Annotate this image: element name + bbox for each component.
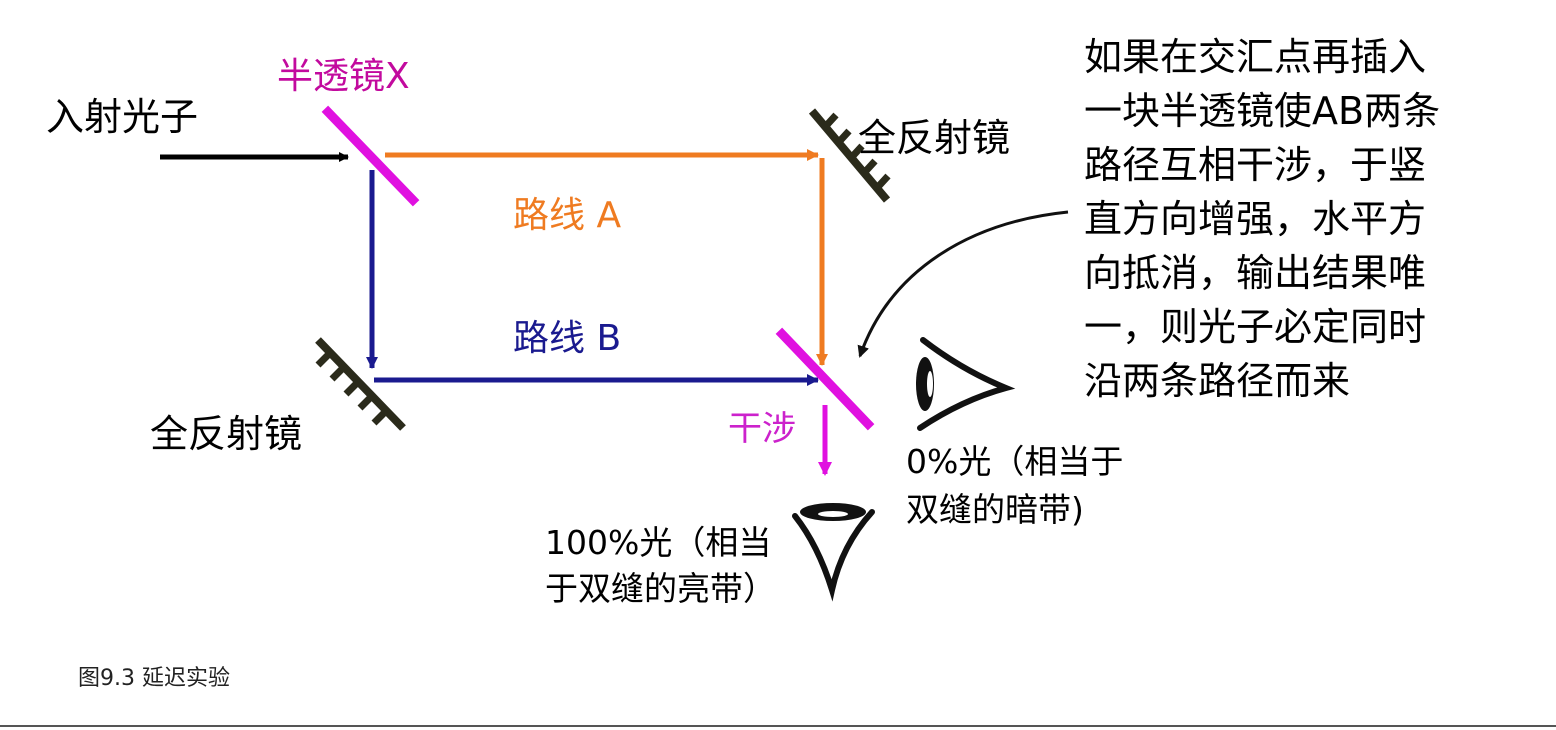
figure-caption: 图9.3 延迟实验: [78, 666, 230, 691]
divider: [0, 725, 1556, 727]
eye-right-icon: [916, 337, 1016, 431]
half-mirror-x-label: 半透镜X: [277, 56, 410, 97]
note-line: 直方向增强，水平方: [1084, 197, 1427, 241]
zero-light-label: 0%光（相当于 双缝的暗带): [906, 438, 1123, 534]
note-line: 一，则光子必定同时: [1084, 305, 1427, 349]
full-mirror-top: [808, 108, 891, 203]
note-line: 沿两条路径而来: [1084, 359, 1351, 403]
hundred-light-line: 于双缝的亮带）: [545, 569, 776, 608]
zero-light-line: 双缝的暗带): [906, 490, 1084, 529]
hundred-light-label: 100%光（相当 于双缝的亮带）: [545, 520, 776, 612]
hundred-light-line: 100%光（相当: [545, 523, 772, 562]
note-line: 如果在交汇点再插入: [1084, 35, 1427, 79]
interference-label: 干涉: [728, 409, 796, 449]
full-mirror-top-label: 全反射镜: [858, 116, 1011, 160]
note-line: 向抵消，输出结果唯: [1084, 251, 1427, 295]
explanation-note: 如果在交汇点再插入 一块半透镜使AB两条 路径互相干涉，于竖 直方向增强，水平方…: [1084, 30, 1440, 408]
note-line: 路径互相干涉，于竖: [1084, 143, 1427, 187]
note-pointer-arrow: [857, 210, 1069, 358]
route-a-label: 路线 A: [513, 195, 622, 236]
note-line: 一块半透镜使AB两条: [1084, 89, 1441, 133]
full-mirror-bottom-label: 全反射镜: [150, 412, 303, 456]
zero-light-line: 0%光（相当于: [906, 442, 1124, 481]
half-mirror-interference: [775, 327, 875, 431]
half-mirror-x: [321, 105, 420, 207]
full-mirror-bottom: [315, 337, 406, 431]
route-b-label: 路线 B: [513, 318, 622, 359]
incident-photon-label: 入射光子: [46, 95, 199, 139]
eye-bottom-icon: [792, 503, 875, 602]
